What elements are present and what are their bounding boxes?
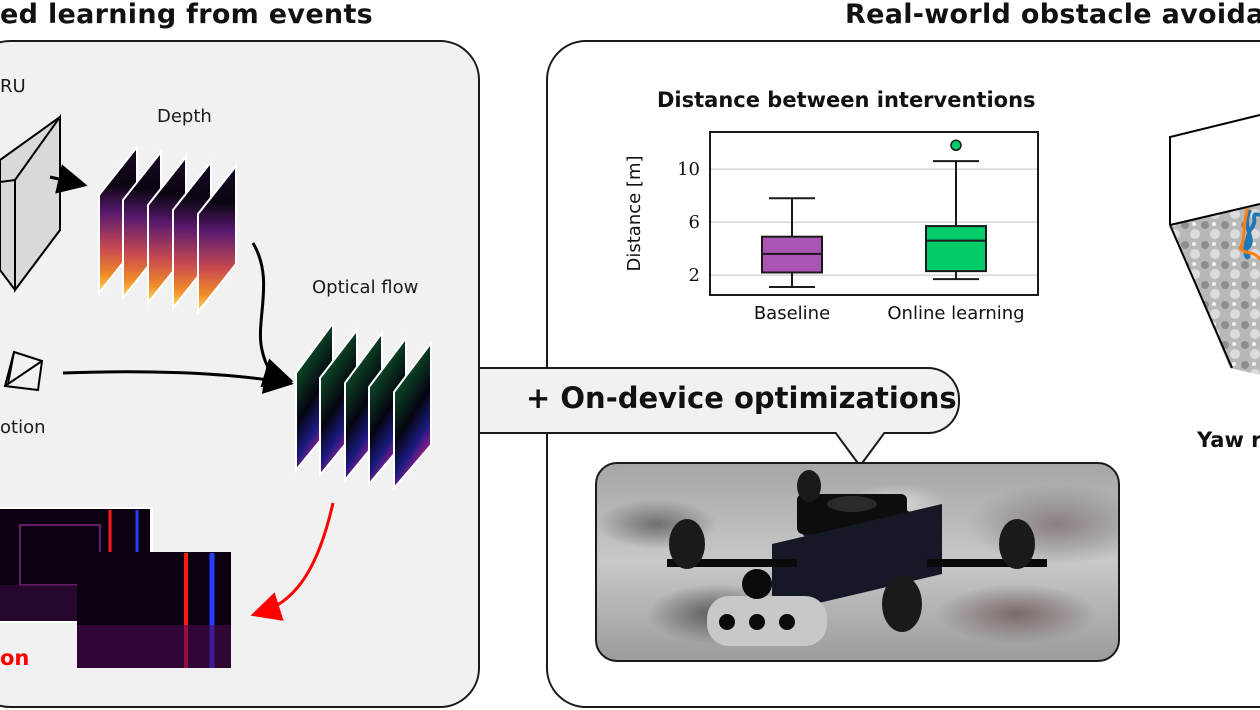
event-frames (0, 507, 231, 668)
y-tick-label: 6 (689, 212, 700, 233)
gru-block-icon (0, 113, 61, 293)
motion-label: otion (0, 417, 46, 438)
box-online-learning (925, 225, 987, 273)
trajectory-3d-plot (1169, 114, 1260, 375)
left-section-title: ed learning from events (0, 0, 374, 30)
y-tick-label: 10 (677, 159, 700, 180)
right-section-title: Real-world obstacle avoidan (845, 0, 1260, 30)
x-tick-label: Baseline (754, 303, 830, 324)
depth-label: Depth (157, 106, 212, 127)
outlier-point (950, 139, 962, 152)
optical-flow-label: Optical flow (312, 277, 419, 298)
depth-to-flow-arrow (251, 242, 294, 388)
optical-flow-frames (295, 319, 432, 491)
event-label: on (0, 646, 30, 670)
gru-to-depth-arrow (49, 164, 88, 194)
left-diagram (0, 113, 432, 668)
motion-to-flow-arrow (62, 364, 294, 394)
flow-frame (393, 340, 432, 491)
depth-frame (197, 163, 237, 315)
y-tick-label: 2 (689, 265, 700, 286)
y-axis-label: Distance [m] (624, 155, 645, 271)
on-device-label: + On-device optimizations (526, 381, 957, 415)
plot-frame (709, 131, 1039, 296)
camera-motion-icon (3, 350, 44, 392)
floor-texture (1170, 205, 1260, 375)
drone-illustration (667, 470, 1047, 646)
x-tick-label: Online learning (887, 303, 1024, 324)
on-device-bubble (480, 367, 960, 434)
chart-title: Distance between interventions (657, 88, 1036, 112)
trajectory-baseline (1238, 207, 1260, 261)
flow-to-events-arrow (250, 502, 335, 621)
drone-photo (595, 462, 1120, 662)
gru-label: RU (0, 76, 26, 97)
depth-frames (98, 144, 237, 315)
trajectory-online (1241, 209, 1260, 260)
yaw-label: Yaw r (1197, 428, 1260, 452)
box-plot: 2 6 10 Distance [m] Baseline Online learning (624, 131, 1039, 324)
